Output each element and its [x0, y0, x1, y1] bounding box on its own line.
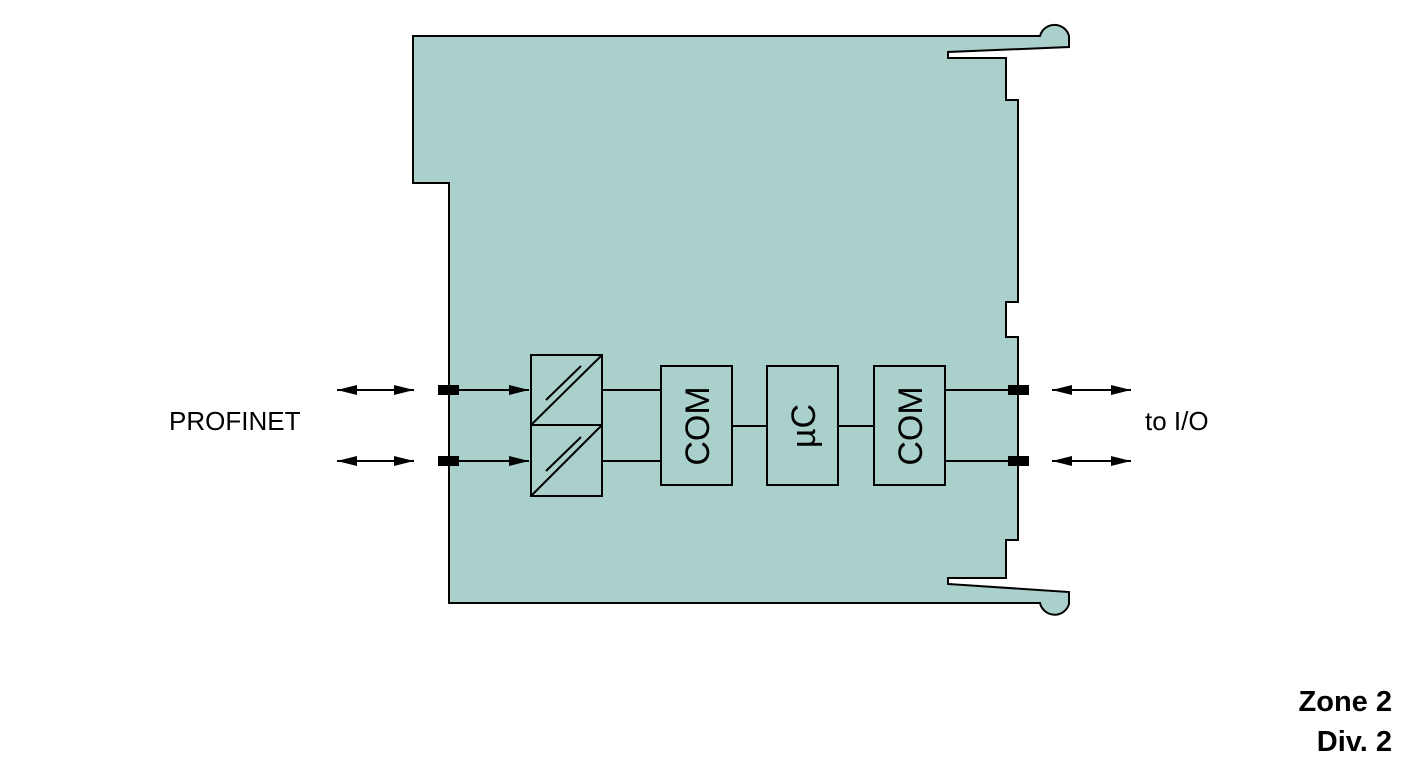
com-label-2: COM: [892, 386, 930, 465]
isolator-blocks: [530, 354, 603, 497]
mcu-label: µC: [785, 404, 823, 448]
profinet-label: PROFINET: [169, 406, 301, 436]
to-io-label: to I/O: [1145, 406, 1209, 436]
wiring: [337, 385, 1131, 466]
com-block-1: [660, 365, 733, 486]
module-housing: [412, 23, 1070, 616]
mcu-block: [766, 365, 839, 486]
zone-label: Zone 2: [1298, 686, 1392, 718]
div-label: Div. 2: [1316, 726, 1392, 758]
connectors: [438, 385, 1029, 466]
com-label-1: COM: [679, 386, 717, 465]
com-block-2: [873, 365, 946, 486]
